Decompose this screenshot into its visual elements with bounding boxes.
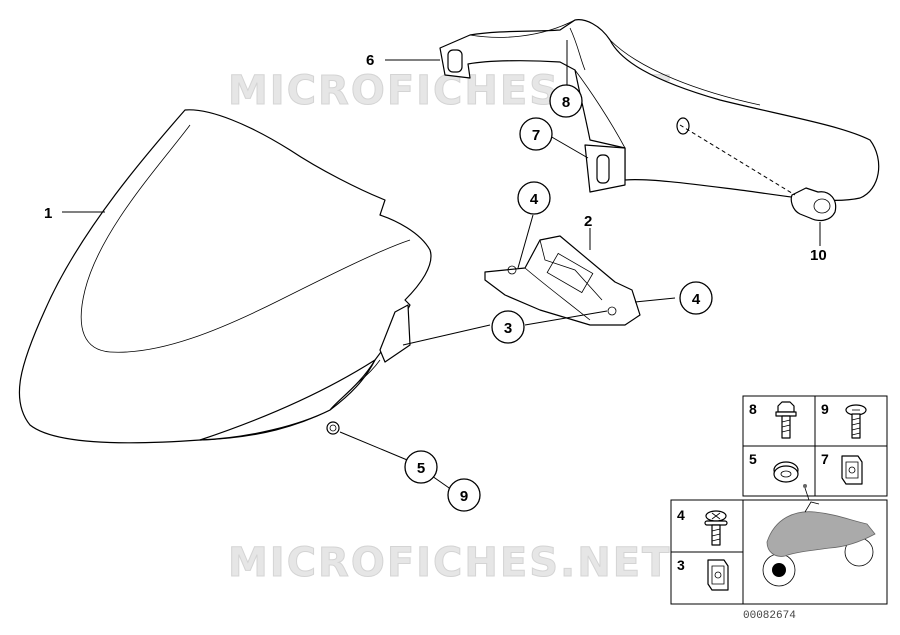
svg-text:4: 4 bbox=[692, 291, 701, 308]
clip-nut-icon-3 bbox=[707, 559, 729, 591]
screw-icon bbox=[845, 404, 867, 439]
svg-text:8: 8 bbox=[562, 94, 570, 111]
callout-9: 9 bbox=[447, 478, 481, 512]
legend-label-3: 3 bbox=[677, 557, 685, 573]
callout-5: 5 bbox=[404, 450, 438, 484]
svg-text:3: 3 bbox=[504, 320, 512, 337]
svg-text:5: 5 bbox=[417, 460, 425, 477]
label-part-2: 2 bbox=[584, 213, 592, 230]
bolt-icon bbox=[775, 401, 797, 439]
legend-label-5: 5 bbox=[749, 451, 757, 467]
fender-rear-part bbox=[439, 19, 880, 202]
leader-lines bbox=[62, 40, 821, 491]
clip-nut-icon bbox=[841, 455, 863, 485]
watermark-bottom: MICROFICHES.NET bbox=[228, 540, 671, 586]
washer-screw-icon bbox=[704, 510, 728, 546]
label-part-1: 1 bbox=[44, 205, 52, 222]
legend-grid: 8 9 5 7 4 3 bbox=[670, 395, 888, 605]
motorcycle-icon bbox=[762, 484, 876, 587]
legend-label-8: 8 bbox=[749, 401, 757, 417]
svg-text:4: 4 bbox=[530, 191, 539, 208]
label-part-10: 10 bbox=[810, 247, 827, 264]
callout-4-top: 4 bbox=[517, 181, 551, 215]
callout-3: 3 bbox=[491, 310, 525, 344]
svg-text:9: 9 bbox=[460, 488, 468, 505]
legend-label-7: 7 bbox=[821, 451, 829, 467]
drawing-number: 00082674 bbox=[743, 610, 796, 622]
fender-front-part bbox=[18, 109, 432, 444]
legend-label-4: 4 bbox=[677, 507, 685, 523]
label-part-6: 6 bbox=[366, 52, 374, 69]
callout-4-right: 4 bbox=[679, 281, 713, 315]
grommet-icon bbox=[773, 461, 799, 483]
grommet-part-10 bbox=[790, 187, 837, 222]
legend-label-9: 9 bbox=[821, 401, 829, 417]
svg-text:7: 7 bbox=[532, 127, 540, 144]
bracket-part bbox=[484, 235, 641, 326]
callout-7: 7 bbox=[519, 117, 553, 151]
callout-8: 8 bbox=[549, 84, 583, 118]
